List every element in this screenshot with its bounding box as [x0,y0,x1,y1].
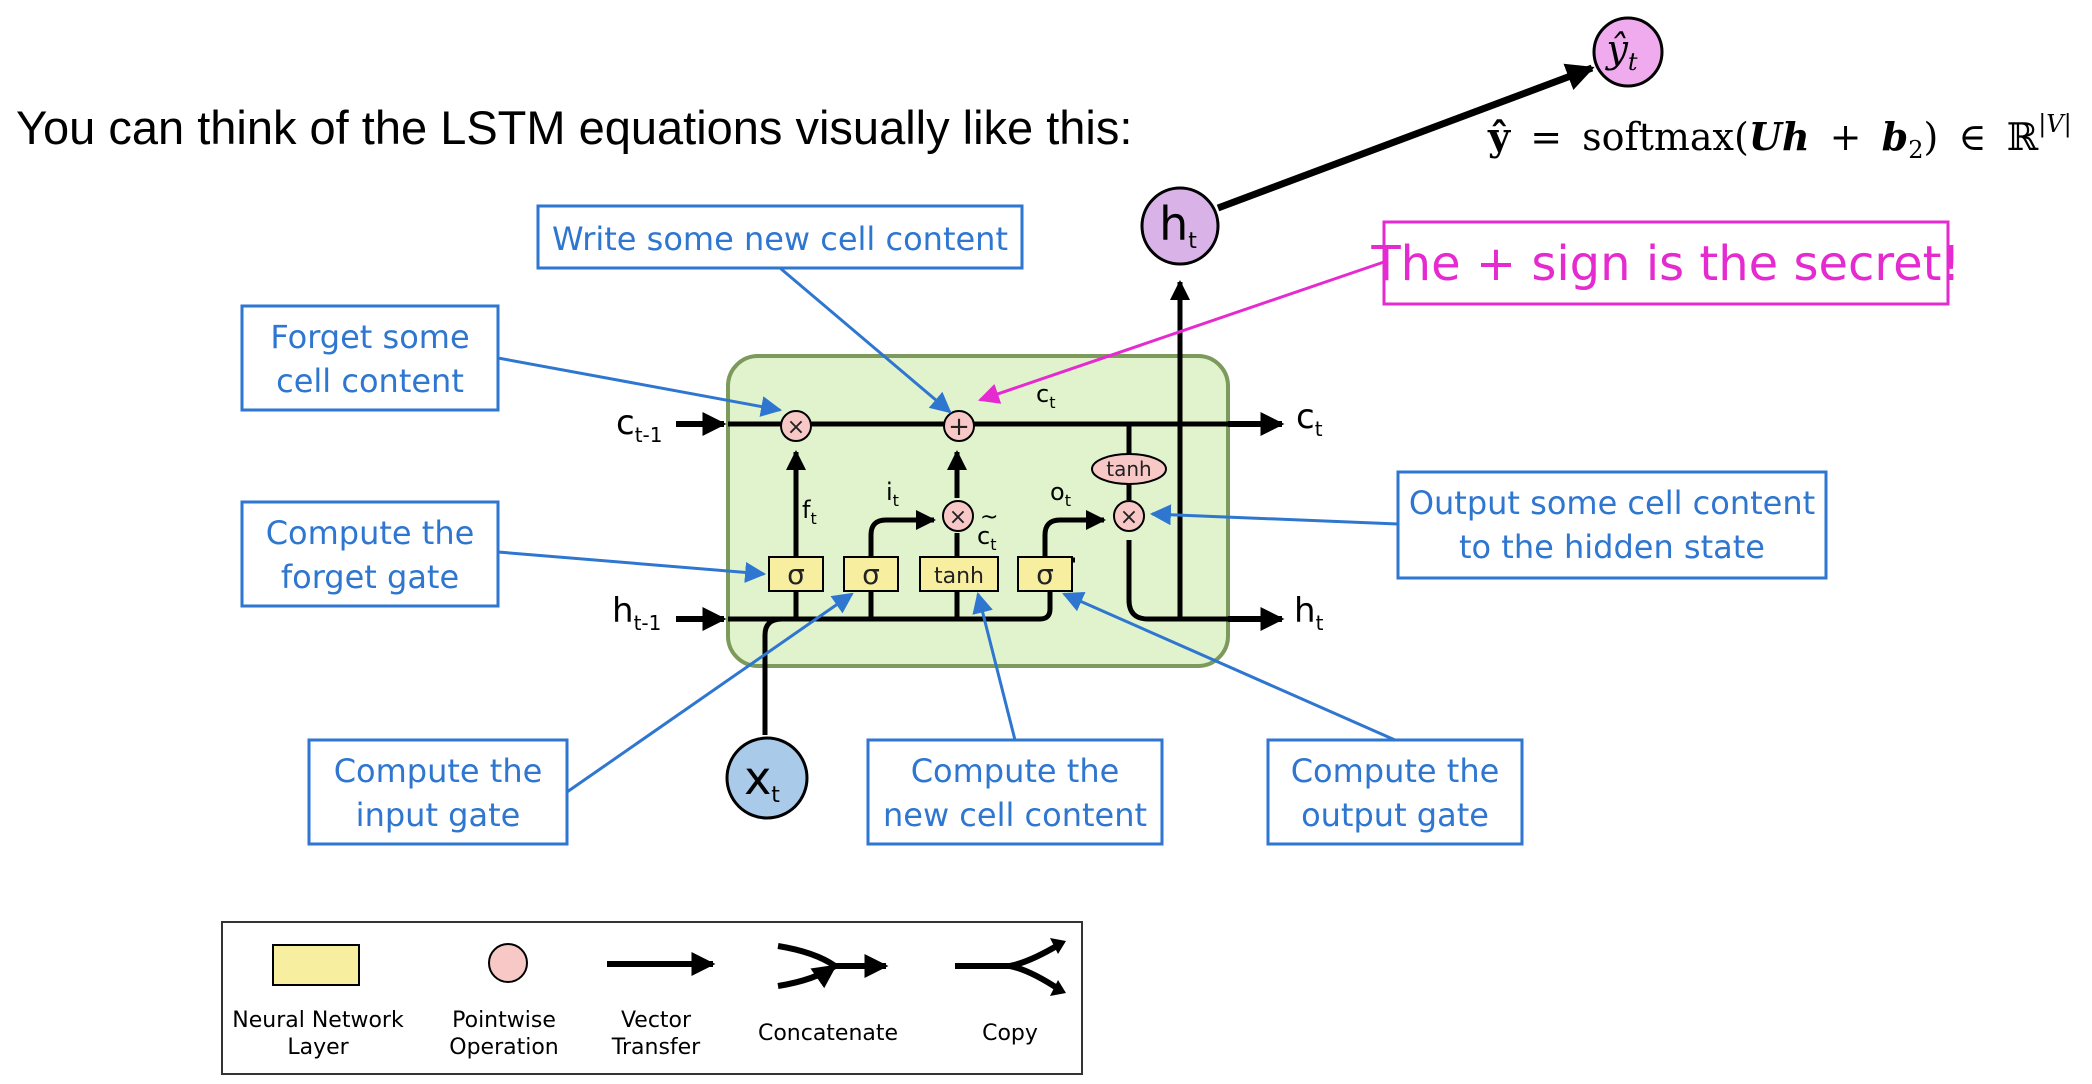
legend-concat-text: Concatenate [758,1021,898,1046]
slide-heading: You can think of the LSTM equations visu… [16,101,1133,154]
input-line [762,616,783,735]
pointwise-icon [488,943,528,983]
forget-gate-box [240,500,500,608]
cell-add-symbol: + [948,412,970,442]
copy-arrow-top [1050,938,1066,954]
cell-tanh-symbol: tanh [1106,457,1151,481]
forget-gate-annotation-arrow [497,550,767,583]
h-prev-label: ht-1 [612,591,661,635]
output-content-box [1396,470,1828,580]
input-gate-arrow [868,510,936,619]
output-gate-box [1266,738,1524,846]
secret-text: The + sign is the secret! [1370,236,1960,292]
output-node [1592,16,1664,88]
input-gate-annotation-arrow [566,592,854,794]
cell-tanh-op [1091,453,1167,485]
forget-content-arrow [497,356,783,417]
output-gate-annotation-arrow [1062,592,1396,742]
output-gate-arrow [1042,510,1106,560]
i-label: it [886,478,899,510]
h-to-output-arrow [1216,63,1595,212]
forget-multiply-symbol: × [787,415,805,440]
forget-multiply-op [780,410,812,442]
hidden-node [1140,186,1220,266]
c-out-label: ct [1296,397,1323,441]
new-content-layer [919,556,999,592]
output-gate-sigma: σ [1036,558,1054,591]
secret-arrow [978,260,1385,404]
input-multiply-symbol: × [949,505,967,530]
new-content-annotation-arrow [972,591,1017,741]
c-tilde-label: ct [977,522,996,554]
f-label: ft [802,496,817,528]
o-label: ot [1050,478,1071,510]
legend-copy-text: Copy [982,1021,1038,1046]
input-node [725,736,809,820]
cell-add-op [943,410,975,442]
new-content-box [866,738,1164,846]
output-multiply-op [1113,500,1145,532]
input-gate-sigma: σ [862,558,880,591]
legend-box [221,921,1083,1075]
forget-content-box [240,304,500,412]
input-gate-box [307,738,569,846]
input-multiply-op [942,500,974,532]
write-annotation-arrow [779,266,952,414]
output-multiply-symbol: × [1120,505,1138,530]
hidden-node-label: ht [1159,197,1197,254]
write-annotation-text: Write some new cell content [552,220,1008,258]
h-out-label: ht [1294,591,1324,635]
input-gate-layer [843,556,899,592]
output-gate-layer [1017,556,1073,592]
copy-arrow-bottom [1050,980,1066,996]
output-node-label: ŷt [1604,27,1637,76]
c-inner-label: ct [1036,380,1055,412]
c-prev-label: ct-1 [616,403,663,447]
layer-icon [272,944,360,986]
secret-box [1382,220,1950,306]
forget-gate-layer [768,556,824,592]
forget-gate-sigma: σ [787,558,805,591]
output-content-annotation-arrow [1149,504,1399,526]
new-content-tanh: tanh [934,564,984,589]
c-tilde-accent: ~ [980,505,998,530]
softmax-formula: ŷ = softmax(Uh + b2) ∈ ℝ|V| [1487,110,2072,164]
output-path [1126,540,1228,622]
input-node-label: xt [744,751,780,808]
concat-icon [777,946,883,986]
